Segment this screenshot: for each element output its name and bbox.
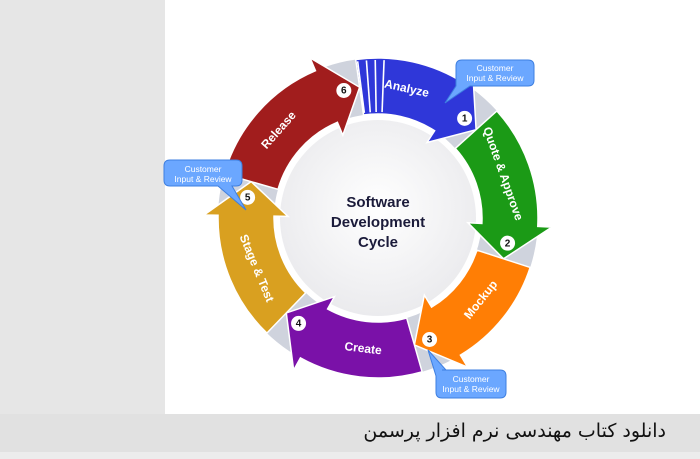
stage-number-badge-6: [336, 82, 352, 98]
stage-number-badge-5: [240, 189, 256, 205]
release-stripes: [356, 60, 385, 113]
stage-arrow-5: [201, 180, 307, 335]
release-stripe: [381, 60, 385, 113]
stage-arrow-3: [413, 249, 532, 369]
stage-number-badge-4: [291, 315, 307, 331]
stage-number-badge-3: [422, 332, 438, 348]
callout-line-1: Customer: [477, 63, 514, 73]
stage-arrow-1: [354, 57, 477, 144]
callout-line-2: Input & Review: [466, 73, 524, 83]
stage-number-4: 4: [296, 319, 302, 330]
center-title-line-1: Software: [346, 194, 409, 211]
stage-number-2: 2: [505, 238, 511, 249]
release-stripe: [365, 60, 372, 113]
callout-bottom: Customer Input & Review: [427, 349, 507, 399]
footer-band: [0, 414, 700, 452]
stage-label-4: Create: [344, 339, 383, 357]
release-stripe: [374, 60, 377, 113]
center-title-line-3: Cycle: [358, 234, 398, 251]
footer-bar: دانلود کتاب مهندسی نرم افزار پرسمن: [0, 414, 700, 459]
stage-number-5: 5: [245, 192, 251, 203]
callout-left: Customer Input & Review: [163, 159, 247, 211]
center-title-line-2: Development: [331, 214, 425, 231]
stage-arrow-2: [454, 109, 555, 260]
stage-arrow-4: [285, 295, 424, 379]
stage-number-1: 1: [462, 114, 468, 125]
release-stripe: [356, 61, 366, 113]
stage-number-3: 3: [427, 335, 433, 346]
callout-line-1: Customer: [453, 374, 490, 384]
center-disc: [280, 120, 476, 316]
stage-arrows: [201, 56, 555, 379]
callout-top-right: Customer Input & Review: [444, 59, 535, 104]
stage-number-6: 6: [341, 86, 347, 97]
callout-line-2: Input & Review: [442, 384, 500, 394]
callout-line-2: Input & Review: [174, 174, 232, 184]
footer-text: دانلود کتاب مهندسی نرم افزار پرسمن: [363, 420, 666, 442]
stage-number-badge-2: [500, 235, 516, 251]
stage-arrow-6: [223, 56, 361, 191]
background-shade: [0, 0, 165, 459]
callout-line-1: Customer: [185, 164, 222, 174]
stage-number-badge-1: [457, 110, 473, 126]
